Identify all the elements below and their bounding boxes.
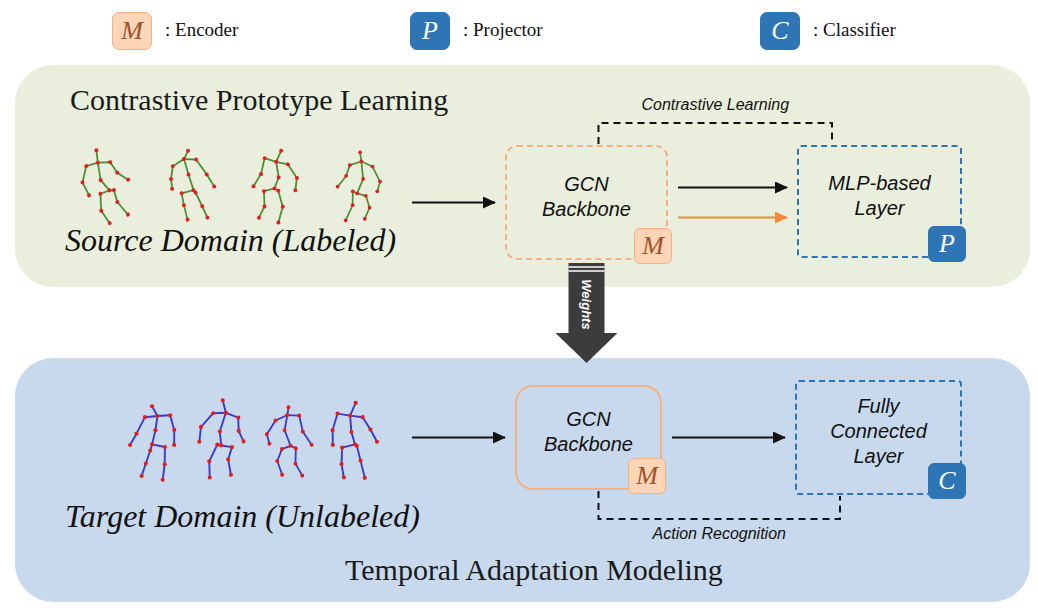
module-badge: M bbox=[634, 228, 672, 264]
domain-label: Target Domain (Unlabeled) bbox=[65, 498, 420, 535]
arrow-stripe bbox=[569, 266, 605, 268]
legend-text: : Classifier bbox=[813, 19, 896, 41]
skeleton-figure bbox=[165, 146, 221, 224]
legend-text: : Projector bbox=[463, 19, 543, 41]
skeleton-figure bbox=[246, 145, 304, 227]
legend-text: : Encoder bbox=[165, 19, 238, 41]
bracket-label: Action Recognition bbox=[653, 525, 786, 543]
band-title: Temporal Adaptation Modeling bbox=[345, 553, 723, 587]
flow-arrow bbox=[678, 217, 787, 219]
bracket-label: Contrastive Learning bbox=[641, 96, 789, 114]
box-label: GCN Backbone bbox=[531, 172, 643, 222]
dashed-bracket bbox=[599, 491, 841, 519]
dashed-bracket bbox=[599, 123, 833, 144]
module-badge: P bbox=[928, 226, 966, 262]
symbol-letter: M bbox=[112, 12, 152, 50]
band-background bbox=[15, 358, 1030, 602]
arrow-stripe bbox=[569, 270, 605, 272]
band-background bbox=[15, 65, 1030, 287]
weight-transfer-arrow bbox=[556, 263, 618, 363]
skeleton-figure bbox=[72, 141, 142, 230]
box-label: GCN Backbone bbox=[533, 407, 645, 457]
module-badge: M bbox=[628, 458, 666, 494]
symbol-letter: C bbox=[760, 12, 800, 50]
module-badge: C bbox=[928, 463, 966, 499]
stage-band: Temporal Adaptation Modeling GCN Backbone… bbox=[15, 358, 1030, 602]
skeleton-figure bbox=[196, 397, 247, 480]
box-label: MLP-based Layer bbox=[824, 171, 936, 221]
symbol-letter: P bbox=[410, 12, 450, 50]
skeleton-figure bbox=[128, 404, 176, 482]
skeleton-figure bbox=[333, 149, 384, 224]
flow-arrow bbox=[678, 187, 787, 189]
input-arrow bbox=[412, 437, 505, 439]
box-label: Fully Connected Layer bbox=[823, 394, 935, 469]
flow-arrow bbox=[672, 437, 785, 439]
skeleton-figure bbox=[330, 400, 380, 480]
arrow-label: Weights bbox=[579, 279, 594, 329]
skeleton-figure bbox=[263, 404, 315, 479]
band-title: Contrastive Prototype Learning bbox=[70, 83, 448, 117]
input-arrow bbox=[412, 202, 495, 204]
domain-label: Source Domain (Labeled) bbox=[65, 222, 396, 259]
